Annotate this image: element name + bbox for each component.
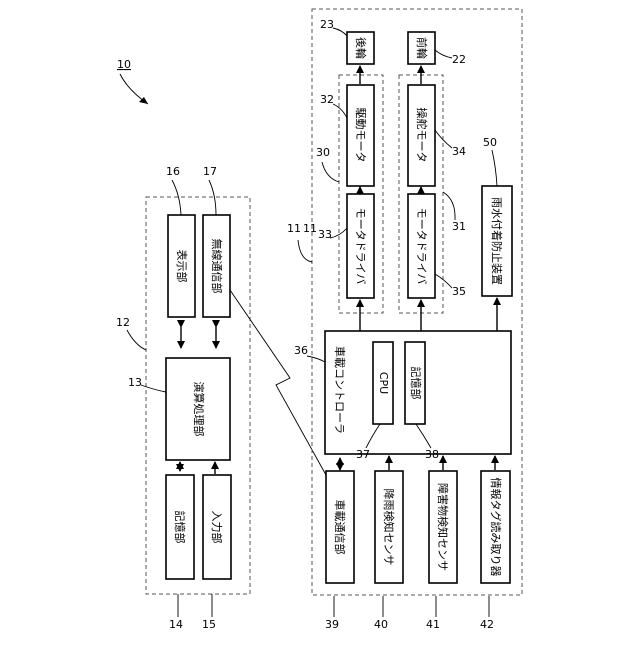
ref-vehicle-b: 11 — [303, 222, 317, 235]
ref-motor-driver-a: 33 — [318, 228, 332, 241]
ref-wireless: 17 — [203, 165, 217, 178]
motor-driver-a-label: モータドライバ — [354, 208, 367, 285]
ref-display: 16 — [166, 165, 180, 178]
ref-front-wheel: 22 — [452, 53, 466, 66]
ref-tag-reader: 42 — [480, 618, 494, 631]
ref-processing-leader — [141, 385, 166, 392]
ref-drive-unit-front-leader — [443, 192, 455, 220]
input-unit-label: 入力部 — [210, 511, 224, 544]
ref-system: 10 — [117, 58, 131, 71]
cpu-label: CPU — [377, 372, 390, 394]
processing-unit-label: 演算処理部 — [192, 382, 206, 437]
ref-rear-wheel: 23 — [320, 18, 334, 31]
ref-drive-motor: 32 — [320, 93, 334, 106]
vehicle-comm-label: 車載通信部 — [333, 500, 347, 555]
wireless-unit-label: 無線通信部 — [210, 239, 224, 294]
ref-rear-wheel-leader — [333, 28, 347, 36]
ref-controller-leader — [307, 356, 325, 362]
storage-unit-label: 記憶部 — [173, 511, 187, 544]
ref-motor-driver-b: 35 — [452, 285, 466, 298]
ref-obstacle-sensor: 41 — [426, 618, 440, 631]
ref-cpu: 37 — [356, 448, 370, 461]
ref-processing: 13 — [128, 376, 142, 389]
controller-label: 車載コントローラ — [333, 346, 347, 434]
ref-drive-unit-rear: 30 — [316, 146, 330, 159]
drive-motor-label: 駆動モータ — [354, 108, 368, 163]
memory-label: 記憶部 — [409, 367, 423, 400]
rain-guard-label: 雨水付着防止装置 — [490, 197, 504, 285]
ref-vehicle-a: 11 — [287, 222, 301, 235]
obstacle-sensor-label: 障害物検知センサ — [436, 483, 450, 571]
ref-storage: 14 — [169, 618, 183, 631]
display-unit-label: 表示部 — [175, 250, 189, 283]
ref-vehicle-leader — [298, 240, 312, 262]
ref-terminal: 12 — [116, 316, 130, 329]
ref-drive-unit-front: 31 — [452, 220, 466, 233]
ref-steering-motor: 34 — [452, 145, 466, 158]
motor-driver-b-label: モータドライバ — [415, 208, 428, 285]
rain-sensor-label: 降雨検知センサ — [382, 489, 396, 566]
ref-rain-guard-leader — [492, 150, 497, 186]
ref-input: 15 — [202, 618, 216, 631]
ref-vehicle-comm: 39 — [325, 618, 339, 631]
steering-motor-label: 操舵モータ — [415, 108, 429, 163]
ref-rain-sensor: 40 — [374, 618, 388, 631]
ref-drive-motor-leader — [333, 104, 347, 118]
tag-reader-label: 情報タグ読み取り器 — [489, 478, 503, 577]
front-wheel-label: 前輪 — [415, 37, 429, 59]
ref-terminal-leader — [127, 330, 146, 350]
ref-drive-unit-rear-leader — [322, 162, 339, 182]
rear-wheel-label: 後輪 — [354, 37, 368, 59]
ref-memory: 38 — [425, 448, 439, 461]
ref-front-wheel-leader — [435, 50, 452, 58]
ref-rain-guard: 50 — [483, 136, 497, 149]
ref-controller: 36 — [294, 344, 308, 357]
